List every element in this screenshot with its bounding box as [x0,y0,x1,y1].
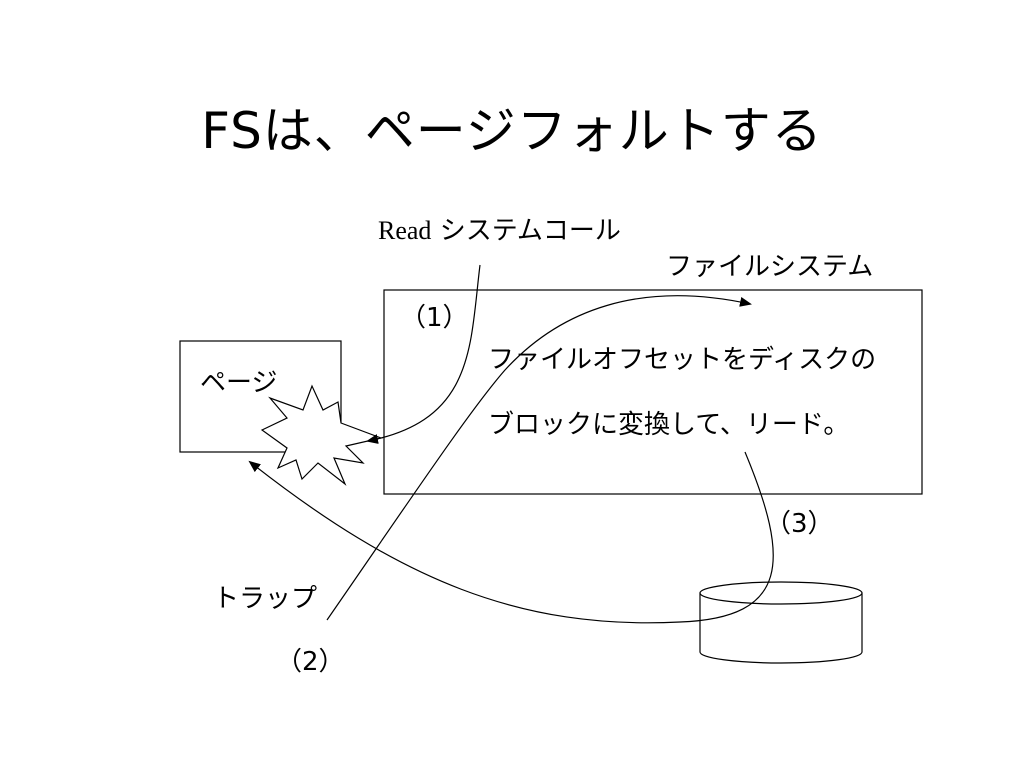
page-label: ページ [200,368,278,398]
desc-line-2: ブロックに変換して、リード。 [488,410,850,440]
trap-arrow [326,295,752,621]
read-word: Read [378,216,432,245]
step-3-label: （3） [765,509,834,539]
trap-label: トラップ [213,584,318,614]
disk-read-arrow [248,451,774,624]
disk-cylinder-icon [699,581,863,664]
filesystem-box [383,289,923,495]
desc-line-1: ファイルオフセットをディスクの [488,345,877,375]
step-1-label: （1） [400,303,469,333]
step-2-label: （2） [276,647,345,677]
filesystem-label: ファイルシステム [666,252,874,282]
read-syscall-label: Read システムコール [378,214,621,248]
slide-title: FSは、ページフォルトする [201,102,823,160]
explosion-burst-icon [260,384,384,486]
read-call-arrow [366,264,481,444]
syscall-word: システムコール [439,216,621,246]
page-box [179,340,342,453]
